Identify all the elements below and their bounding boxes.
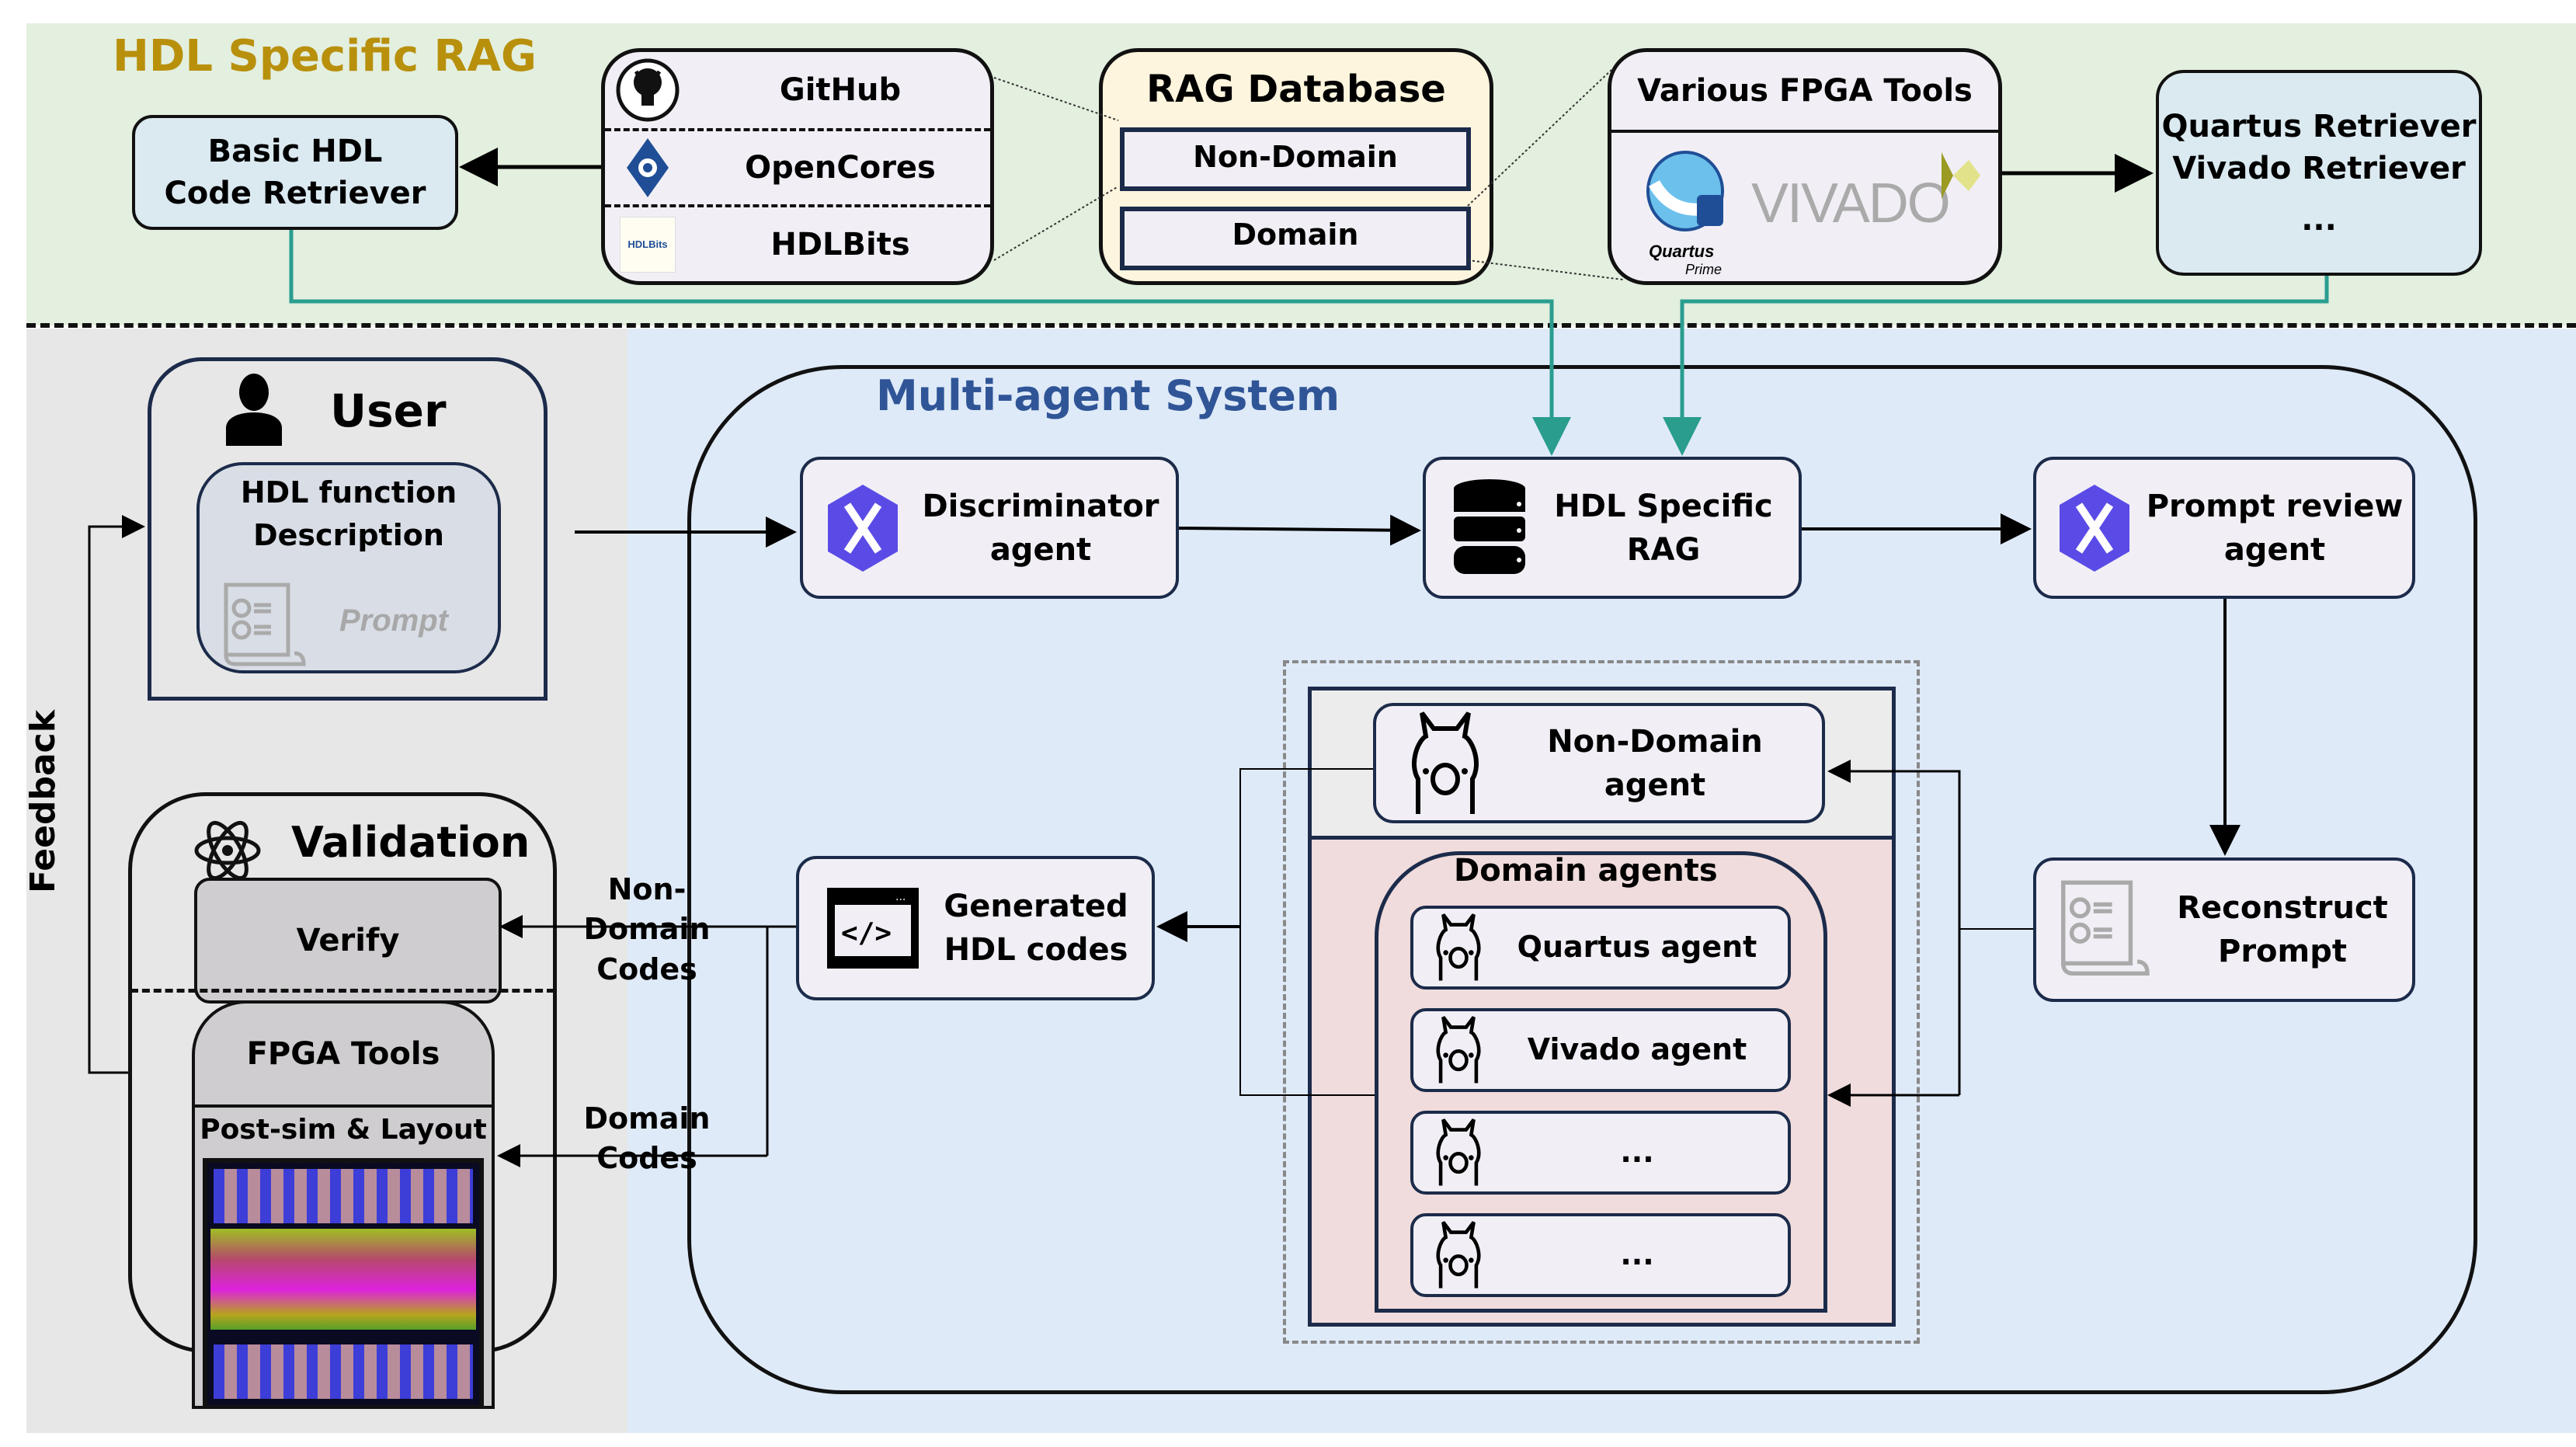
source-label: HDLBits bbox=[770, 226, 910, 263]
description-line: Description bbox=[253, 518, 444, 553]
fpga-tools-panel[interactable]: FPGA Tools Post-sim & Layout bbox=[192, 1000, 495, 1409]
svg-text:</>: </> bbox=[841, 917, 892, 949]
reconstruct-prompt[interactable]: Reconstruct Prompt bbox=[2033, 857, 2415, 1002]
fpga-tools-box: Various FPGA Tools Quartus Prime VIVADO bbox=[1608, 48, 2002, 285]
fpga-tools-panel-title: FPGA Tools bbox=[195, 1004, 492, 1108]
generated-hdl-codes[interactable]: ... </> Generated HDL codes bbox=[796, 856, 1155, 1000]
domain-agent-item[interactable]: Vivado agent bbox=[1410, 1008, 1791, 1092]
basic-hdl-code-retriever[interactable]: Basic HDL Code Retriever bbox=[132, 115, 458, 230]
qwen-logo-icon bbox=[2060, 484, 2129, 572]
user-box: User HDL function Description Prompt bbox=[148, 357, 548, 701]
code-window-icon: ... </> bbox=[827, 888, 919, 969]
llama-icon bbox=[1412, 711, 1479, 814]
region-divider bbox=[26, 323, 2576, 328]
tool-retriever[interactable]: Quartus Retriever Vivado Retriever ... bbox=[2156, 70, 2482, 276]
source-opencores[interactable]: OpenCores bbox=[605, 128, 990, 204]
validation-box: Validation Verify bbox=[128, 792, 557, 1353]
agent-label-line: agent bbox=[989, 531, 1092, 568]
label-line: Codes bbox=[596, 951, 697, 986]
hdl-specific-rag[interactable]: HDL Specific RAG bbox=[1423, 457, 1802, 599]
verify-button[interactable]: Verify bbox=[194, 878, 502, 1004]
source-label: OpenCores bbox=[745, 150, 936, 186]
agent-label-line: Prompt bbox=[2218, 934, 2347, 969]
hdlbits-icon: HDLBits bbox=[620, 216, 676, 273]
domain-codes-label: Domain Codes bbox=[550, 1099, 744, 1179]
rag-database: RAG Database Non-Domain Domain bbox=[1099, 48, 1493, 285]
agent-label-line: Reconstruct bbox=[2177, 890, 2388, 926]
user-title: User bbox=[330, 384, 447, 437]
fpga-tools-title: Various FPGA Tools bbox=[1611, 52, 1998, 133]
agent-label-line: Prompt review bbox=[2146, 488, 2404, 524]
prompt-label: Prompt bbox=[339, 603, 448, 638]
github-icon bbox=[616, 58, 680, 122]
agent-label-line: agent bbox=[2223, 531, 2326, 568]
source-label: GitHub bbox=[779, 72, 902, 109]
validation-title: Validation bbox=[291, 818, 530, 867]
vivado-logo-text: VIVADO bbox=[1751, 172, 1951, 235]
prompt-checklist-icon bbox=[224, 583, 306, 666]
opencores-icon bbox=[627, 138, 669, 198]
llama-icon bbox=[1436, 1118, 1481, 1186]
user-icon bbox=[226, 374, 282, 446]
quartus-sub-label: Prime bbox=[1685, 262, 1723, 277]
prompt-checklist-icon bbox=[2061, 880, 2150, 976]
agent-label-line: RAG bbox=[1626, 531, 1701, 568]
non-domain-codes-label: Non-Domain Codes bbox=[550, 870, 744, 990]
domain-agent-item[interactable]: ... bbox=[1410, 1111, 1791, 1195]
llama-icon bbox=[1436, 913, 1481, 981]
domain-agent-label: ... bbox=[1620, 1135, 1654, 1170]
vivado-logo-icon bbox=[1942, 152, 1980, 199]
source-github[interactable]: GitHub bbox=[605, 52, 990, 128]
agent-label-line: HDL codes bbox=[944, 932, 1128, 968]
atom-icon bbox=[194, 820, 261, 881]
rag-section-title: HDL Specific RAG bbox=[113, 31, 537, 82]
agent-label-line: HDL Specific bbox=[1554, 488, 1773, 524]
agent-label-line: Generated bbox=[944, 889, 1128, 924]
validation-dashed-divider bbox=[130, 989, 554, 993]
layout-image bbox=[203, 1158, 484, 1406]
rag-database-title: RAG Database bbox=[1146, 68, 1446, 111]
db-cell-domain[interactable]: Domain bbox=[1120, 207, 1471, 270]
agent-label-line: agent bbox=[1604, 767, 1706, 803]
prompt-review-agent[interactable]: Prompt review agent bbox=[2033, 457, 2415, 599]
domain-agent-label: ... bbox=[1620, 1237, 1654, 1272]
domain-agents-title: Domain agents bbox=[1454, 853, 1718, 889]
multi-agent-container bbox=[687, 365, 2477, 1394]
quartus-logo-icon bbox=[1646, 151, 1724, 231]
domain-agent-item[interactable]: ... bbox=[1410, 1213, 1791, 1297]
multi-agent-title: Multi-agent System bbox=[876, 371, 1340, 420]
agent-label-line: Non-Domain bbox=[1547, 723, 1763, 760]
postsim-label: Post-sim & Layout bbox=[200, 1114, 487, 1146]
quartus-label: Quartus bbox=[1649, 242, 1715, 261]
source-hdlbits[interactable]: HDLBits HDLBits bbox=[605, 204, 990, 280]
llama-icon bbox=[1436, 1221, 1481, 1289]
label-line: Domain bbox=[583, 1101, 711, 1136]
database-icon bbox=[1454, 478, 1525, 574]
svg-text:...: ... bbox=[895, 891, 906, 903]
label-line: Non-Domain bbox=[583, 872, 711, 947]
domain-agent-label: Quartus agent bbox=[1517, 930, 1757, 965]
llama-icon bbox=[1436, 1016, 1481, 1084]
db-cell-non-domain[interactable]: Non-Domain bbox=[1120, 127, 1471, 191]
domain-agent-item[interactable]: Quartus agent bbox=[1410, 906, 1791, 990]
agent-label-line: Discriminator bbox=[922, 488, 1159, 524]
feedback-label: Feedback bbox=[23, 710, 63, 893]
hdl-description-box[interactable]: HDL function Description Prompt bbox=[196, 462, 501, 673]
qwen-logo-icon bbox=[828, 484, 898, 572]
code-sources-box: GitHub OpenCores HDLBits HDLBits bbox=[601, 48, 994, 285]
domain-agent-label: Vivado agent bbox=[1527, 1032, 1747, 1067]
label-line: Codes bbox=[596, 1141, 697, 1176]
description-line: HDL function bbox=[240, 475, 457, 510]
discriminator-agent[interactable]: Discriminator agent bbox=[800, 457, 1179, 599]
non-domain-agent[interactable]: Non-Domain agent bbox=[1373, 703, 1825, 823]
